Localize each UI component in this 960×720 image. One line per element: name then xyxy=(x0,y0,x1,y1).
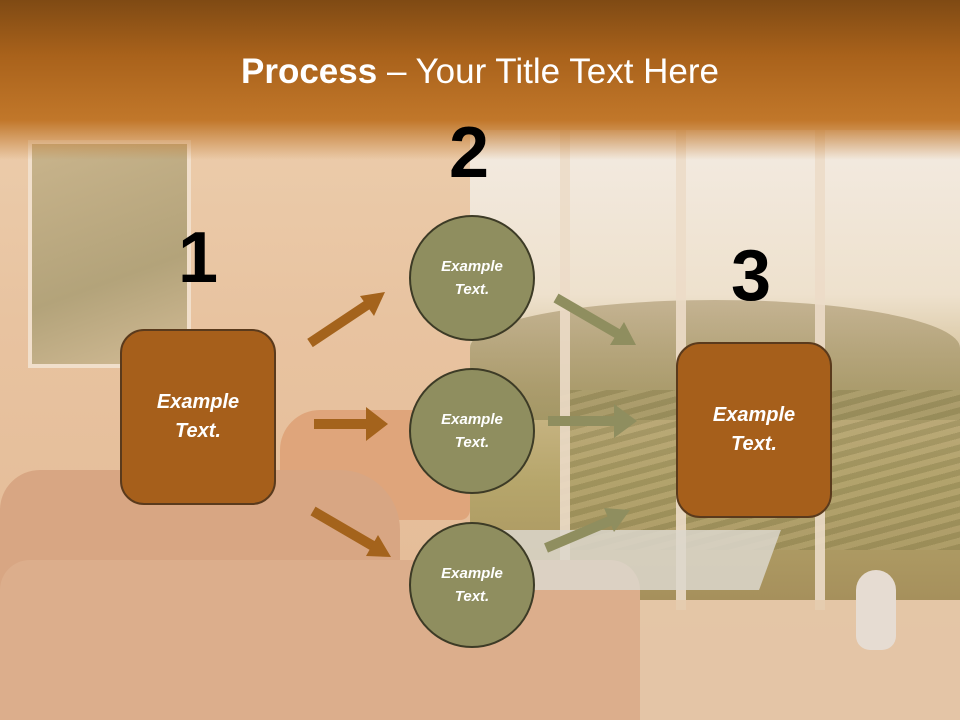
slide-title: Process – Your Title Text Here xyxy=(0,52,960,92)
arrow-2a-to-3 xyxy=(553,293,636,345)
circle-top-text: Example Text. xyxy=(441,258,503,298)
header-band xyxy=(0,0,960,160)
step-number-1: 1 xyxy=(178,218,219,298)
arrow-1-to-2b xyxy=(314,407,388,441)
step-3-text: Example Text. xyxy=(712,404,796,455)
floor xyxy=(600,600,960,720)
circle-bottom-text: Example Text. xyxy=(441,565,503,605)
title-bold: Process xyxy=(241,52,378,91)
step-1-box[interactable]: Example Text. xyxy=(120,329,276,505)
window-mullion xyxy=(560,130,570,610)
step-2-circle-top[interactable]: Example Text. xyxy=(409,215,535,341)
arrow-1-to-2a xyxy=(307,292,385,348)
step-number-3: 3 xyxy=(731,236,772,316)
title-rest: – Your Title Text Here xyxy=(377,52,719,91)
arrow-1-to-2c xyxy=(310,506,391,557)
step-number-2: 2 xyxy=(449,113,490,193)
step-3-box[interactable]: Example Text. xyxy=(676,342,832,518)
vase xyxy=(856,570,896,650)
arrow-2c-to-3 xyxy=(544,508,630,553)
step-2-circle-middle[interactable]: Example Text. xyxy=(409,368,535,494)
arrow-2b-to-3 xyxy=(548,404,637,438)
circle-middle-text: Example Text. xyxy=(441,411,503,451)
step-1-text: Example Text. xyxy=(156,391,240,442)
step-2-circle-bottom[interactable]: Example Text. xyxy=(409,522,535,648)
